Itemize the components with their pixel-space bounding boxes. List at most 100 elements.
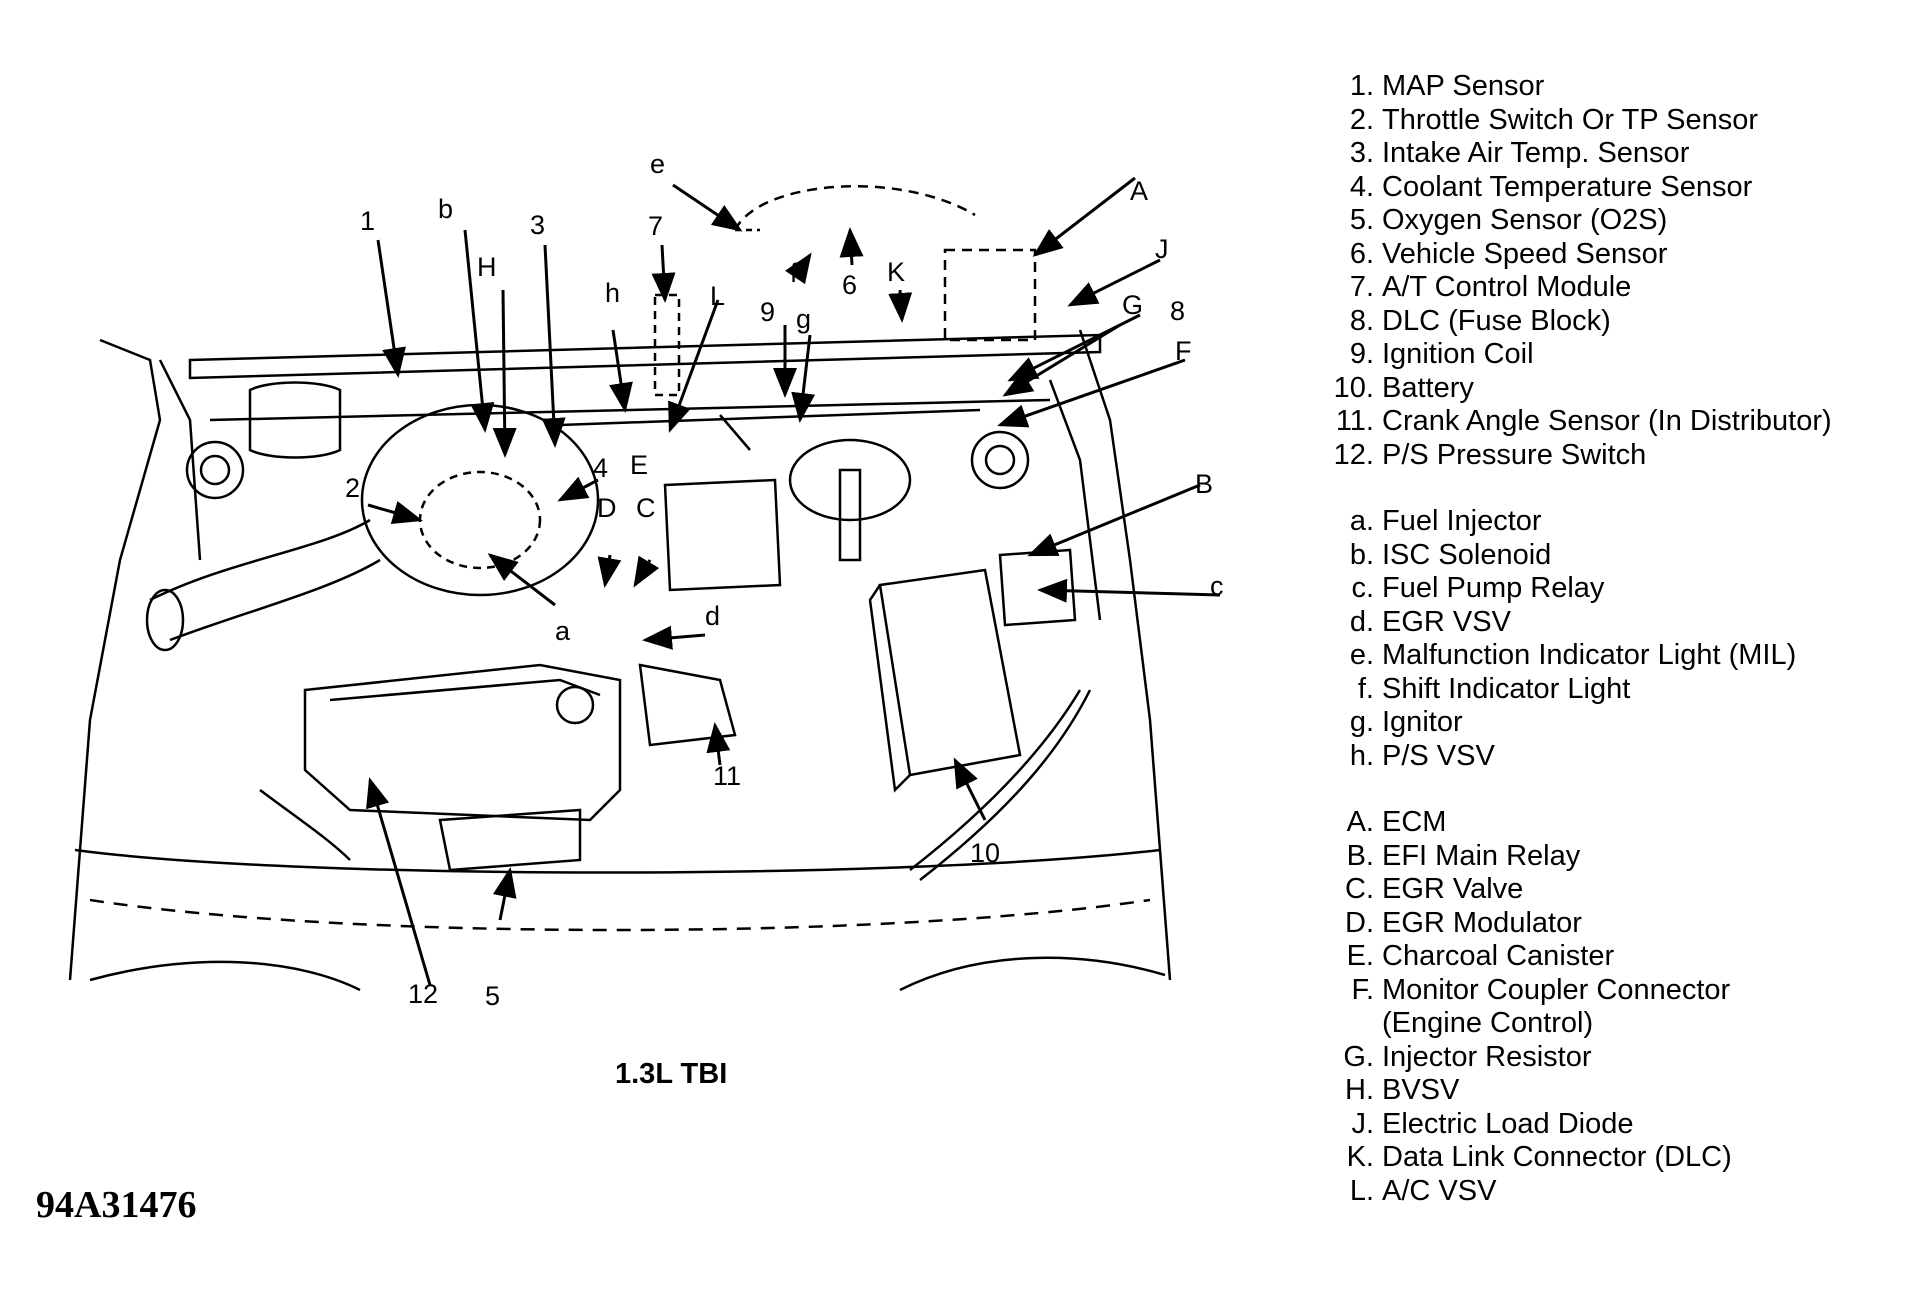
- legend-item: A.ECM: [1330, 806, 1900, 840]
- callout-9: 9: [760, 297, 775, 327]
- legend-item: G.Injector Resistor: [1330, 1041, 1900, 1075]
- legend-text: Ignitor: [1382, 706, 1463, 738]
- legend-key: g.: [1349, 706, 1374, 738]
- legend-item: H.BVSV: [1330, 1074, 1900, 1108]
- callout-6: 6: [842, 270, 857, 300]
- legend-text: Crank Angle Sensor (In Distributor): [1382, 405, 1832, 437]
- figure-id: 94A31476: [36, 1184, 197, 1226]
- callout-C: C: [636, 493, 656, 523]
- legend-text: Monitor Coupler Connector: [1382, 973, 1731, 1006]
- legend-text: A/C VSV: [1382, 1174, 1497, 1207]
- legend-item: 8.DLC (Fuse Block): [1330, 305, 1900, 339]
- legend-text: EGR Modulator: [1382, 906, 1582, 939]
- legend-item: C.EGR Valve: [1330, 873, 1900, 907]
- callout-e: e: [650, 149, 665, 179]
- callout-B: B: [1195, 469, 1213, 499]
- legend-key: 7.: [1349, 271, 1374, 303]
- legend-text: Malfunction Indicator Light (MIL): [1382, 639, 1797, 671]
- legend-item: 12.P/S Pressure Switch: [1330, 439, 1900, 473]
- callout-H: H: [477, 252, 497, 282]
- legend-text: Shift Indicator Light: [1382, 672, 1631, 705]
- callout-1: 1: [360, 206, 375, 236]
- legend-item: c.Fuel Pump Relay: [1330, 572, 1900, 606]
- legend-item: d.EGR VSV: [1330, 606, 1900, 640]
- legend-item: 4.Coolant Temperature Sensor: [1330, 171, 1900, 205]
- legend-item: 5.Oxygen Sensor (O2S): [1330, 204, 1900, 238]
- legend-text: ISC Solenoid: [1382, 538, 1552, 571]
- legend-text: BVSV: [1382, 1074, 1460, 1106]
- diagram-caption: 1.3L TBI: [615, 1058, 728, 1090]
- callout-d: d: [705, 601, 720, 631]
- callout-L: L: [710, 281, 725, 311]
- legend-text: P/S Pressure Switch: [1382, 438, 1647, 471]
- callout-A: A: [1130, 176, 1148, 206]
- legend-key: c.: [1351, 572, 1374, 604]
- callout-f: f: [790, 258, 798, 288]
- legend-key: 5.: [1349, 204, 1374, 236]
- legend-text: Intake Air Temp. Sensor: [1382, 137, 1690, 169]
- legend-key: b.: [1349, 538, 1374, 571]
- legend-key: 11.: [1335, 405, 1374, 437]
- legend-key: 2.: [1349, 103, 1374, 136]
- legend-text: EFI Main Relay: [1382, 839, 1581, 872]
- legend-key: L.: [1349, 1174, 1374, 1207]
- callout-5: 5: [485, 981, 500, 1011]
- legend-key: F.: [1351, 973, 1374, 1006]
- callout-b: b: [438, 194, 453, 224]
- callout-2: 2: [345, 473, 360, 503]
- legend-item: 7.A/T Control Module: [1330, 271, 1900, 305]
- legend-key: 12.: [1333, 438, 1374, 471]
- legend-key: f.: [1357, 672, 1374, 705]
- legend-key: 4.: [1349, 170, 1374, 203]
- legend-item: a.Fuel Injector: [1330, 505, 1900, 539]
- legend-item: L.A/C VSV: [1330, 1175, 1900, 1209]
- legend-text: EGR VSV: [1382, 605, 1511, 638]
- legend-text: Coolant Temperature Sensor: [1382, 170, 1753, 203]
- legend-key: A.: [1346, 806, 1374, 838]
- legend-item: K.Data Link Connector (DLC): [1330, 1141, 1900, 1175]
- callout-h: h: [605, 278, 620, 308]
- legend-item: f.Shift Indicator Light: [1330, 673, 1900, 707]
- legend-text: Charcoal Canister: [1382, 940, 1615, 972]
- callout-11: 11: [713, 761, 741, 791]
- callout-g: g: [796, 304, 811, 334]
- legend-item: 9.Ignition Coil: [1330, 338, 1900, 372]
- callout-4: 4: [593, 453, 608, 483]
- legend-key: 9.: [1349, 338, 1374, 370]
- legend-item: F.Monitor Coupler Connector: [1330, 974, 1900, 1008]
- legend-key: 6.: [1349, 237, 1374, 270]
- legend-key: C.: [1345, 873, 1374, 905]
- callout-10: 10: [970, 838, 1000, 868]
- legend-item: 2.Throttle Switch Or TP Sensor: [1330, 104, 1900, 138]
- engine-bay-drawing: [68, 185, 1172, 992]
- legend-key: a.: [1349, 505, 1374, 537]
- legend-key: E.: [1346, 940, 1374, 972]
- legend-text: Oxygen Sensor (O2S): [1382, 204, 1668, 236]
- legend-text: ECM: [1382, 806, 1447, 838]
- callout-7: 7: [648, 211, 663, 241]
- legend-text: P/S VSV: [1382, 739, 1495, 772]
- callout-3: 3: [530, 210, 545, 240]
- callout-G: G: [1122, 290, 1143, 320]
- engine-compartment-diagram: 1 2 3 4 5 6 7 8 9 10 11 12 a b c d e f g…: [68, 149, 1224, 1011]
- legend-text: Battery: [1382, 371, 1474, 404]
- legend-text-continuation: (Engine Control): [1382, 1007, 1594, 1039]
- legend-text: Ignition Coil: [1382, 338, 1534, 370]
- legend-text: Data Link Connector (DLC): [1382, 1141, 1732, 1173]
- legend-text: EGR Valve: [1382, 873, 1524, 905]
- callout-a: a: [555, 616, 571, 646]
- legend-item: 6.Vehicle Speed Sensor: [1330, 238, 1900, 272]
- callout-c: c: [1210, 571, 1224, 601]
- callout-8: 8: [1170, 296, 1185, 326]
- legend-key: 3.: [1349, 137, 1374, 169]
- legend-item: e.Malfunction Indicator Light (MIL): [1330, 639, 1900, 673]
- legend-text: Throttle Switch Or TP Sensor: [1382, 103, 1759, 136]
- legend-text: Fuel Injector: [1382, 505, 1542, 537]
- legend-text: DLC (Fuse Block): [1382, 304, 1611, 337]
- legend-item: J.Electric Load Diode: [1330, 1108, 1900, 1142]
- legend-item: g.Ignitor: [1330, 706, 1900, 740]
